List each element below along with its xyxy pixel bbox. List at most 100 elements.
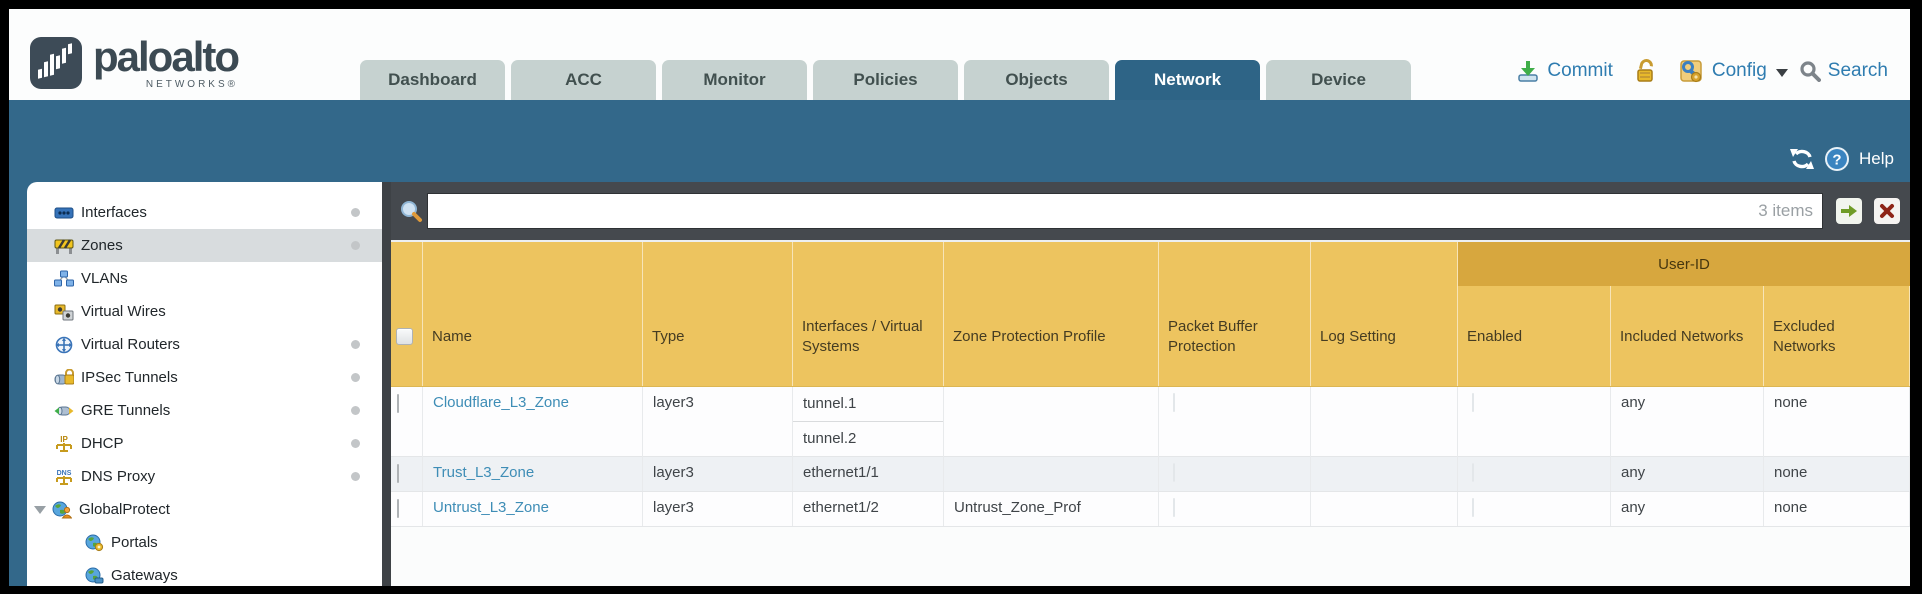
- user-id-group-header: User-ID: [1458, 242, 1910, 286]
- excluded-networks: none: [1764, 492, 1910, 526]
- column-header-zone-protection-profile[interactable]: Zone Protection Profile: [944, 242, 1159, 386]
- column-header-name[interactable]: Name: [423, 242, 643, 386]
- sidebar-item-dns-proxy[interactable]: DNS DNS Proxy: [27, 460, 382, 493]
- paloalto-logo-icon: [30, 37, 82, 89]
- red-x-icon: [1880, 204, 1894, 218]
- user-id-enabled-checkbox[interactable]: [1472, 498, 1474, 517]
- sidebar-item-zones[interactable]: Zones: [27, 229, 382, 262]
- tab-policies[interactable]: Policies: [813, 60, 959, 100]
- search-icon: [1800, 61, 1821, 82]
- zone-name-link[interactable]: Trust_L3_Zone: [433, 464, 535, 481]
- column-header-excluded-networks[interactable]: Excluded Networks: [1764, 242, 1910, 386]
- sidebar-item-dhcp[interactable]: IP DHCP: [27, 427, 382, 460]
- paloalto-logo: paloalto NETWORKS®: [29, 32, 240, 90]
- zone-name-link[interactable]: Cloudflare_L3_Zone: [433, 394, 569, 411]
- config-icon: [1680, 60, 1702, 83]
- sidebar-item-globalprotect[interactable]: GlobalProtect: [27, 493, 382, 526]
- packet-buffer-protection-checkbox[interactable]: [1173, 393, 1175, 412]
- select-all-cell: [391, 242, 423, 386]
- packet-buffer-protection-checkbox[interactable]: [1173, 498, 1175, 517]
- column-header-packet-buffer-protection[interactable]: Packet Buffer Protection: [1159, 242, 1311, 386]
- main-nav-tabs: Dashboard ACC Monitor Policies Objects N…: [360, 60, 1417, 100]
- interface-item: tunnel.2: [803, 430, 857, 447]
- packet-buffer-protection-checkbox[interactable]: [1173, 463, 1175, 482]
- sidebar-item-ipsec-tunnels[interactable]: IPSec Tunnels: [27, 361, 382, 394]
- zones-icon: [54, 238, 74, 254]
- zone-type: layer3: [643, 457, 793, 491]
- tab-dashboard[interactable]: Dashboard: [360, 60, 506, 100]
- sidebar-item-vlans[interactable]: VLANs: [27, 262, 382, 295]
- status-dot: [351, 208, 360, 217]
- portals-icon: [85, 534, 104, 551]
- included-networks: any: [1611, 457, 1764, 491]
- log-setting: [1311, 457, 1458, 491]
- green-arrow-icon: [1841, 205, 1857, 217]
- pane-divider[interactable]: [382, 182, 391, 586]
- column-header-interfaces[interactable]: Interfaces / Virtual Systems: [793, 242, 944, 386]
- tab-monitor[interactable]: Monitor: [662, 60, 808, 100]
- tab-acc[interactable]: ACC: [511, 60, 657, 100]
- status-dot: [351, 373, 360, 382]
- help-link[interactable]: Help: [1859, 149, 1894, 168]
- tab-network[interactable]: Network: [1115, 60, 1261, 100]
- dhcp-icon: IP: [56, 435, 72, 452]
- select-all-checkbox[interactable]: [396, 328, 413, 345]
- column-header-enabled[interactable]: Enabled: [1458, 242, 1611, 386]
- brand-wordmark: paloalto: [93, 32, 240, 80]
- status-dot: [351, 439, 360, 448]
- interface-item: ethernet1/2: [793, 492, 944, 526]
- network-sidebar: Interfaces Zones: [27, 182, 382, 586]
- sidebar-item-interfaces[interactable]: Interfaces: [27, 196, 382, 229]
- help-icon[interactable]: ?: [1824, 146, 1850, 172]
- commit-button[interactable]: Commit: [1547, 60, 1613, 81]
- top-header: paloalto NETWORKS® Dashboard ACC Monitor…: [9, 9, 1910, 100]
- sidebar-item-portals[interactable]: Portals: [27, 526, 382, 559]
- table-row[interactable]: Untrust_L3_Zone layer3 ethernet1/2 Untru…: [391, 492, 1910, 527]
- table-row[interactable]: Trust_L3_Zone layer3 ethernet1/1 any non…: [391, 457, 1910, 492]
- expand-collapse-icon[interactable]: [34, 505, 46, 514]
- user-id-enabled-checkbox[interactable]: [1472, 393, 1474, 412]
- sidebar-item-gateways[interactable]: Gateways: [27, 559, 382, 586]
- search-button[interactable]: Search: [1827, 60, 1888, 81]
- sidebar-item-virtual-routers[interactable]: Virtual Routers: [27, 328, 382, 361]
- row-checkbox[interactable]: [397, 464, 399, 483]
- unlocked-padlock-icon[interactable]: [1635, 59, 1657, 83]
- interfaces-icon: [54, 207, 74, 218]
- zone-type: layer3: [643, 387, 793, 457]
- row-checkbox[interactable]: [397, 394, 399, 413]
- column-header-included-networks[interactable]: Included Networks: [1611, 242, 1764, 386]
- excluded-networks: none: [1764, 387, 1910, 457]
- refresh-icon[interactable]: [1789, 147, 1815, 171]
- column-header-log-setting[interactable]: Log Setting: [1311, 242, 1458, 386]
- panos-app: paloalto NETWORKS® Dashboard ACC Monitor…: [9, 9, 1910, 586]
- zone-name-link[interactable]: Untrust_L3_Zone: [433, 499, 549, 516]
- sidebar-item-virtual-wires[interactable]: Virtual Wires: [27, 295, 382, 328]
- filter-toolbar: 3 items: [391, 182, 1910, 240]
- config-button[interactable]: Config: [1711, 60, 1767, 81]
- clear-filter-button[interactable]: [1874, 198, 1900, 224]
- gateways-icon: [85, 567, 104, 583]
- row-checkbox[interactable]: [397, 499, 399, 518]
- column-header-type[interactable]: Type: [643, 242, 793, 386]
- sidebar-item-gre-tunnels[interactable]: GRE Tunnels: [27, 394, 382, 427]
- virtual-routers-icon: [55, 336, 73, 353]
- ipsec-tunnels-icon: [54, 368, 74, 384]
- tab-objects[interactable]: Objects: [964, 60, 1110, 100]
- filter-search-icon: [401, 201, 422, 222]
- vlans-icon: [54, 270, 74, 286]
- table-row[interactable]: Cloudflare_L3_Zone layer3 tunnel.1 tunne…: [391, 387, 1910, 457]
- status-dot: [351, 241, 360, 250]
- filter-input[interactable]: [427, 193, 1823, 229]
- apply-filter-button[interactable]: [1836, 198, 1862, 224]
- log-setting: [1311, 387, 1458, 457]
- log-setting: [1311, 492, 1458, 526]
- commit-icon: [1518, 61, 1539, 82]
- user-id-enabled-checkbox[interactable]: [1472, 463, 1474, 482]
- globalprotect-icon: [52, 501, 72, 518]
- tab-device[interactable]: Device: [1266, 60, 1412, 100]
- svg-text:IP: IP: [60, 435, 68, 444]
- included-networks: any: [1611, 387, 1764, 457]
- header-actions: Commit Config Search: [1516, 58, 1888, 84]
- config-dropdown-caret[interactable]: [1775, 69, 1788, 77]
